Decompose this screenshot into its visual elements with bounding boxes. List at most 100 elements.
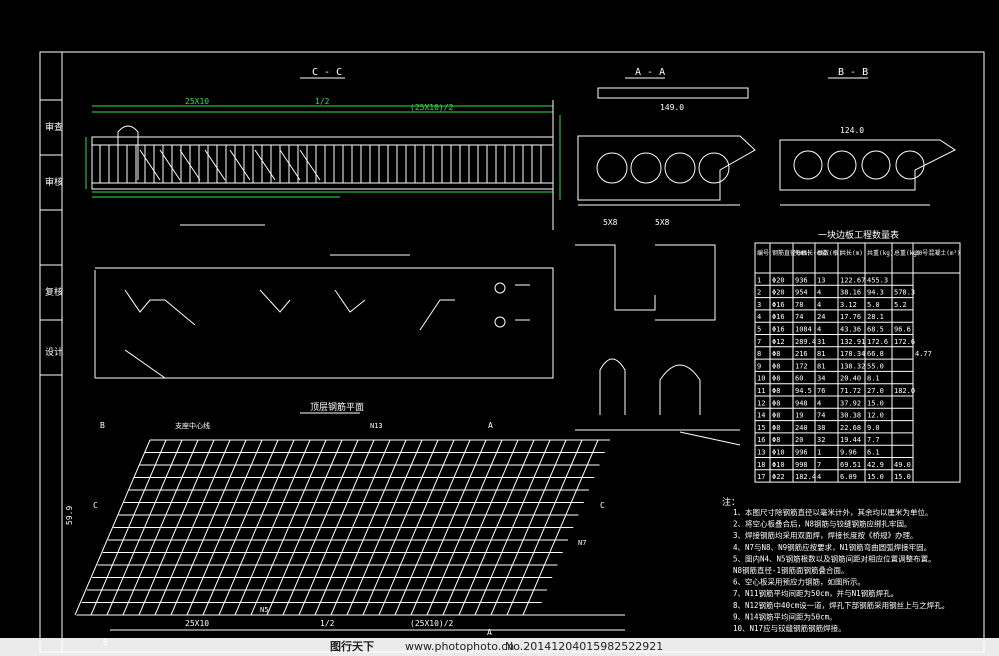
table-cell: 55.0: [867, 362, 884, 370]
plan-bar-line: [426, 439, 503, 616]
table-cell: Φ8: [772, 387, 780, 395]
plan-bar-line: [186, 439, 263, 616]
table-cell: Φ10: [772, 461, 785, 469]
table-cell: 38.16: [840, 289, 861, 297]
table-cell: 7: [757, 338, 761, 346]
dim-aa-total: 149.0: [660, 103, 684, 112]
plan-bar-line: [362, 439, 439, 616]
table-cell: 172.6: [894, 338, 915, 346]
table-cell: 182.4: [795, 473, 816, 481]
note-line: 1、本图尺寸除钢筋直径以毫米计外，其余均以厘米为单位。: [733, 507, 933, 517]
table-cell: 996: [795, 449, 808, 457]
table-cell: 37.92: [840, 399, 861, 407]
table-cell: 15.0: [867, 473, 884, 481]
table-cell: 81: [817, 350, 825, 358]
table-cell: 12: [757, 399, 765, 407]
table-cell: 66.8: [867, 350, 884, 358]
plan-label-b1: B: [100, 421, 105, 430]
dim-top-left: 25X10: [185, 97, 209, 106]
table-cell: 30.38: [840, 412, 861, 420]
table-cell: 1: [757, 276, 761, 284]
dim-aa-bottom: 5X8: [603, 218, 618, 227]
table-cell: Φ8: [772, 412, 780, 420]
plan-bar-line: [154, 439, 231, 616]
dim-plan-bot2: 1/2: [320, 619, 335, 628]
table-cell: Φ8: [772, 375, 780, 383]
table-cell: 74: [817, 412, 825, 420]
plan-label-n13: N13: [370, 422, 383, 430]
bar-shapes: [94, 224, 554, 379]
note-line: 3、焊接钢筋均采用双面焊，焊接长度按《桥规》办理。: [733, 530, 918, 540]
table-cell: 9: [757, 362, 761, 370]
table-cell: Φ8: [772, 436, 780, 444]
table-cell: 7: [817, 461, 821, 469]
plan-bar-line: [394, 439, 471, 616]
table-cell: 94.3: [867, 289, 884, 297]
table-cell: 17: [757, 473, 765, 481]
table-cell: 96.6: [894, 326, 911, 334]
table-cell: 4: [817, 399, 821, 407]
table-cell: Φ16: [772, 313, 785, 321]
side-labels: 审查 审核 复核 设计: [45, 121, 63, 358]
table-cell: 182.0: [894, 387, 915, 395]
title-bb: B - B: [838, 67, 868, 78]
note-line: 2、将空心板叠合后，N8钢筋与铰缝钢筋应绑扎牢固。: [733, 519, 912, 529]
table-cell: Φ16: [772, 326, 785, 334]
table-cell: 1: [817, 449, 821, 457]
table-header-cell: 每根长(cm): [795, 249, 827, 257]
table-cell: 32: [817, 436, 825, 444]
table-cell: 8: [757, 350, 761, 358]
table-header-cell: 总重(kg): [894, 249, 920, 257]
notes-title: 注：: [722, 496, 740, 508]
plan-label-a1: A: [488, 421, 493, 430]
note-line: 10、N17应与铰缝钢筋钢筋焊接。: [733, 623, 846, 633]
side-label-check: 审核: [45, 176, 63, 188]
plan-bar-line: [506, 439, 583, 616]
note-line: 7、N11钢筋平均间距为50cm，并与N1钢筋焊孔。: [733, 588, 898, 598]
note-line: 9、N14钢筋平均间距为50cm。: [733, 611, 837, 621]
table-cell: 34: [817, 375, 825, 383]
plan-bar-line: [474, 439, 551, 616]
table-header-cell: 共重(kg): [867, 249, 893, 257]
plan-bar-line: [74, 439, 151, 616]
plan-bar-line: [442, 439, 519, 616]
table-cell: 289.4: [795, 338, 816, 346]
table-cell: 9.0: [867, 424, 880, 432]
table-cell: 18: [757, 461, 765, 469]
table-header-cell: 30号混凝土(m³): [915, 249, 961, 257]
table-cell: Φ8: [772, 362, 780, 370]
table-cell: 22.68: [840, 424, 861, 432]
watermark-brand: 图行天下: [330, 640, 374, 653]
plan-bar-line: [218, 439, 295, 616]
plan-bar-line: [458, 439, 535, 616]
dim-plan-bot3: (25X10)/2: [410, 619, 454, 628]
title-plan: 顶层钢筋平面: [310, 401, 364, 413]
quantity-table: 一块边板工程数量表 编号钢筋直径(mm)每根长(cm)根数(根)共长(m)共重(…: [754, 229, 961, 483]
table-cell: 4: [817, 326, 821, 334]
table-cell: 4.77: [915, 350, 932, 358]
table-cell: 81: [817, 362, 825, 370]
table-cell: 216: [795, 350, 808, 358]
watermark-bar: 图行天下 www.photophoto.cn No.20141204015982…: [0, 638, 999, 656]
side-label-design: 设计: [45, 346, 63, 358]
table-cell: 42.9: [867, 461, 884, 469]
table-cell: 60: [795, 375, 803, 383]
plan-label-a2: A: [487, 628, 492, 637]
table-cell: 43.36: [840, 326, 861, 334]
side-label-recheck: 复核: [45, 286, 63, 298]
table-cell: 6.09: [840, 473, 857, 481]
table-cell: 24: [817, 313, 825, 321]
watermark-number: No.20141204015982522921: [505, 640, 664, 653]
plan-view: 顶层钢筋平面 支座中心线 N13 N7 B B A A C C N5 59.9 …: [65, 401, 625, 647]
table-cell: 1084: [795, 326, 812, 334]
table-cell: 240: [795, 424, 808, 432]
plan-bar-line: [410, 439, 487, 616]
table-cell: Φ8: [772, 399, 780, 407]
table-cell: 9.96: [840, 449, 857, 457]
plan-bar-line: [202, 439, 279, 616]
table-header-cell: 编号: [757, 249, 769, 257]
table-cell: Φ16: [772, 301, 785, 309]
table-cell: Φ8: [772, 424, 780, 432]
table-cell: 12.0: [867, 412, 884, 420]
